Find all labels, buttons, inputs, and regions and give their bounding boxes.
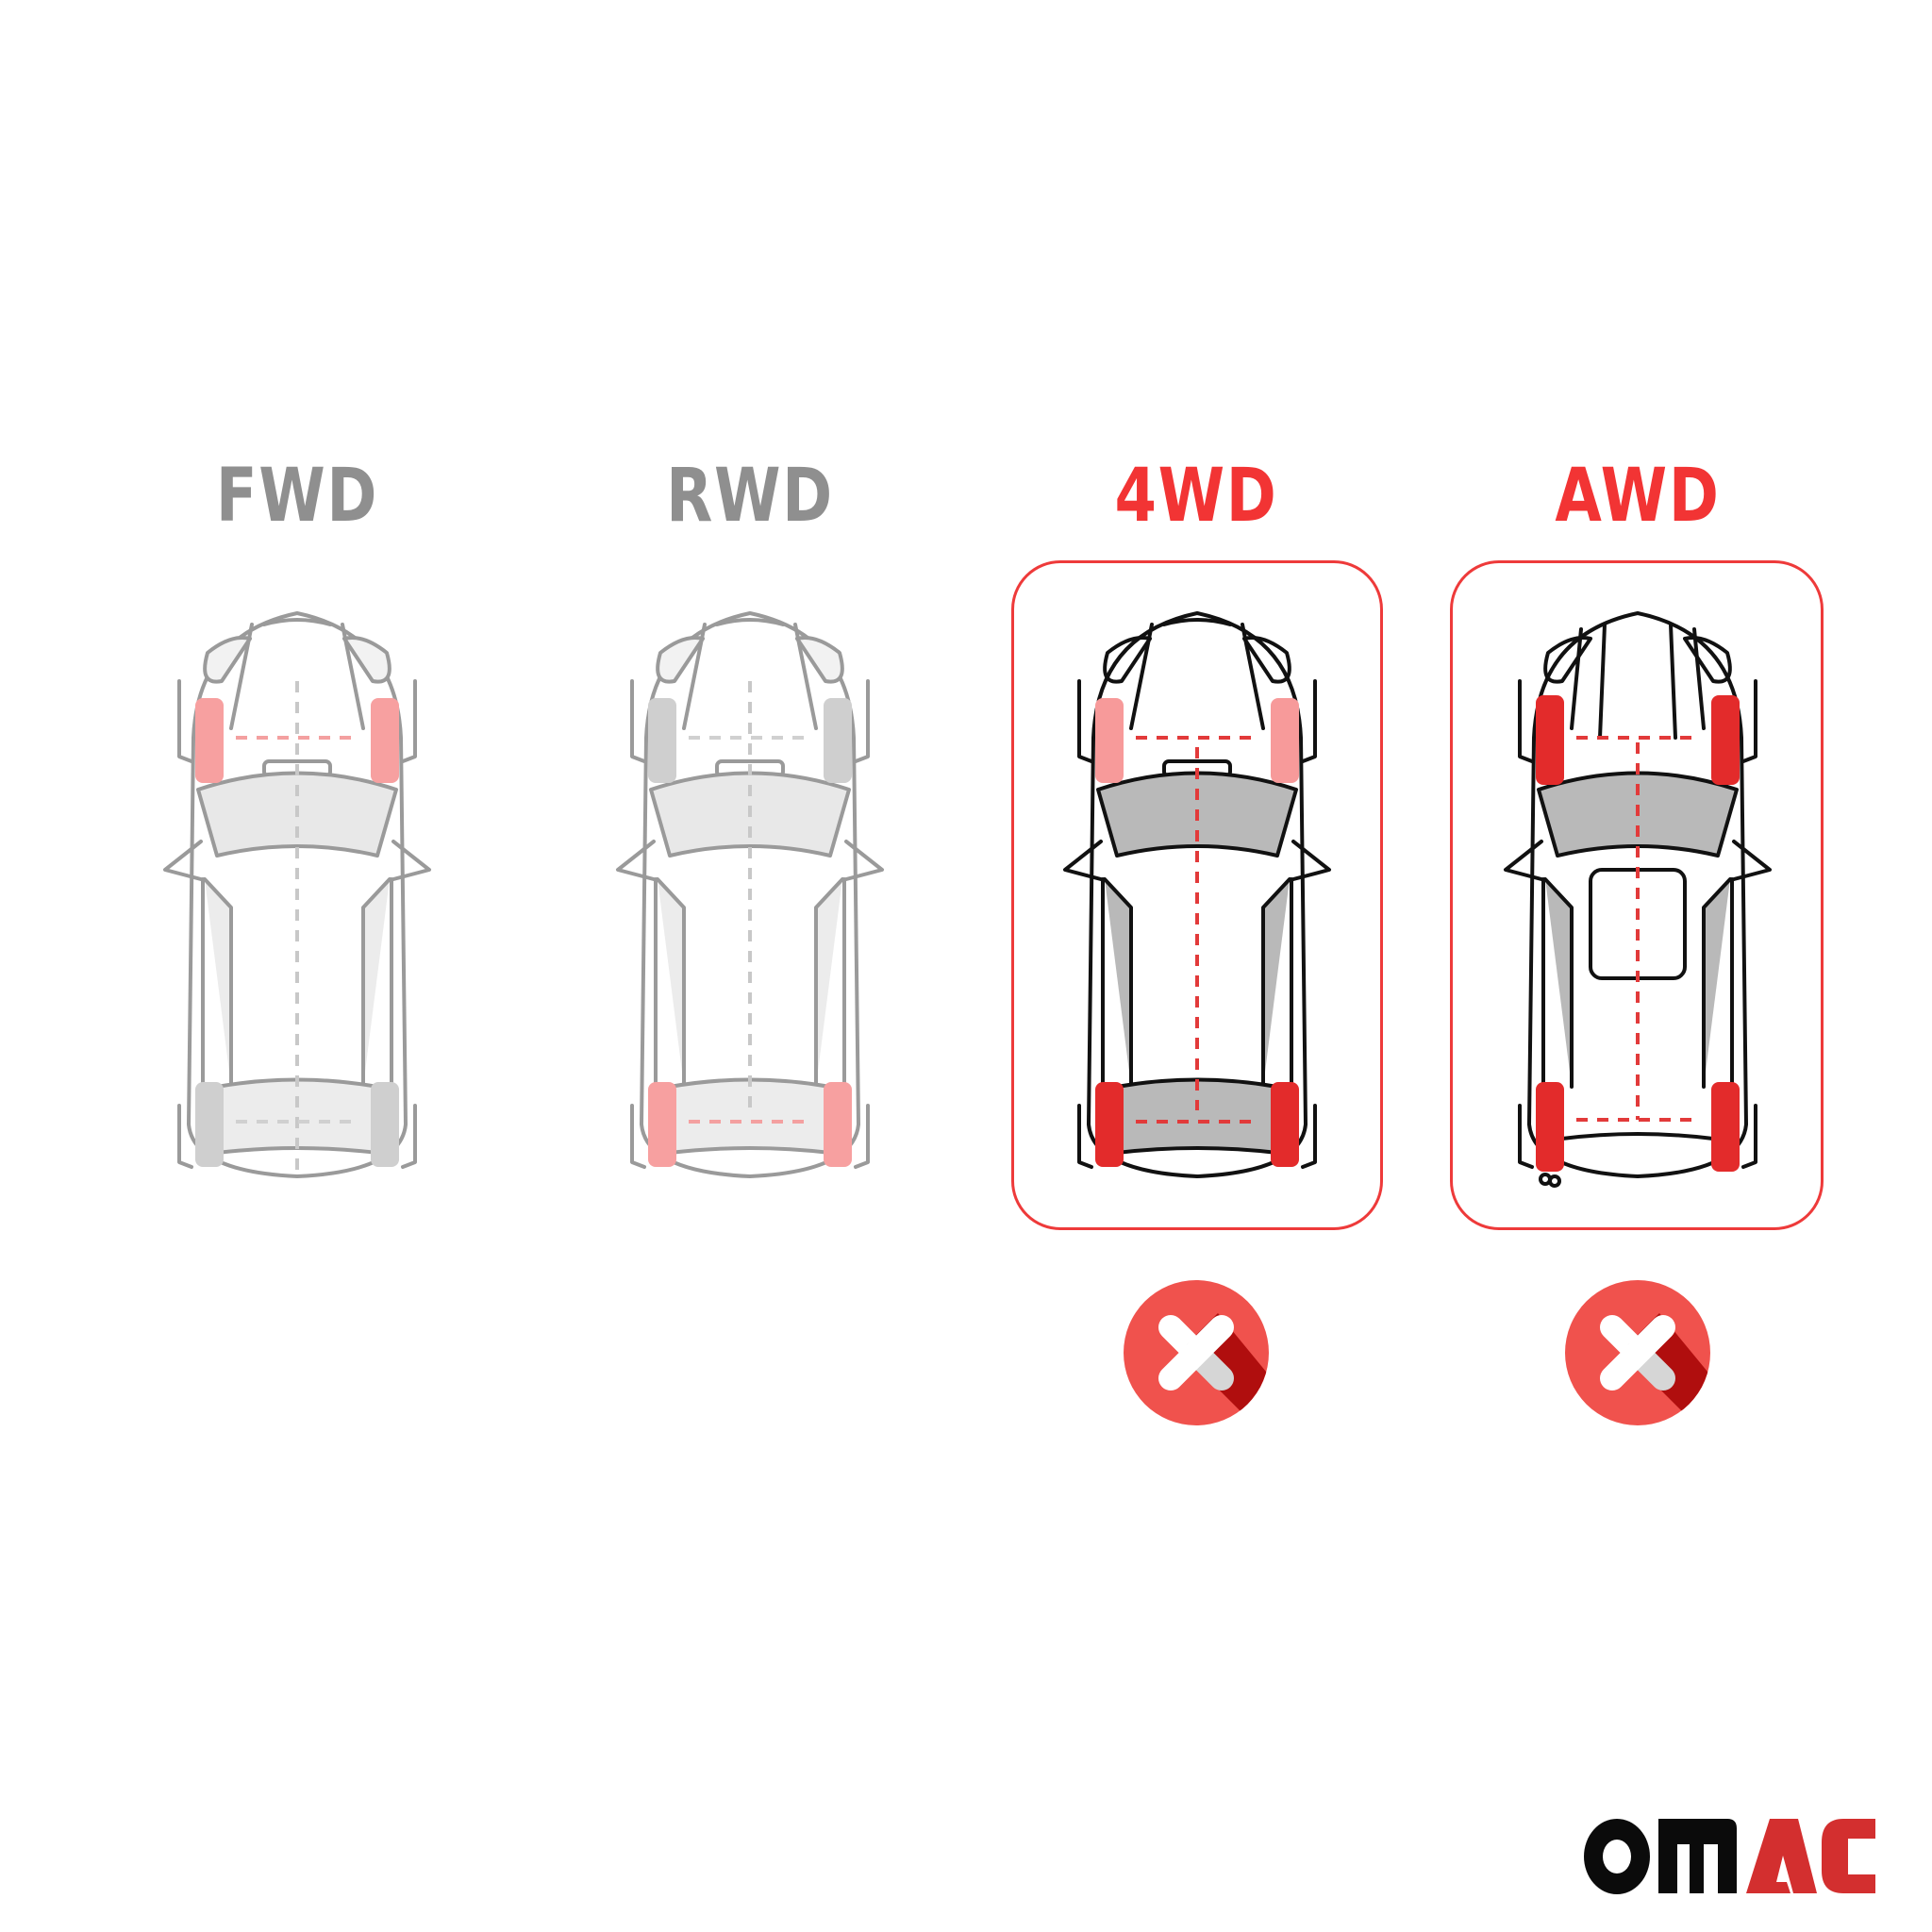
label-awd: AWD <box>1555 454 1721 539</box>
x-circle-icon <box>1124 1280 1269 1425</box>
highlight-box-awd <box>1450 560 1824 1230</box>
highlight-box-4wd <box>1011 560 1383 1230</box>
label-rwd: RWD <box>666 454 834 539</box>
car-rwd-icon <box>616 611 884 1178</box>
omac-logo <box>1584 1819 1875 1894</box>
car-fwd-icon <box>163 611 431 1178</box>
label-4wd: 4WD <box>1114 454 1278 539</box>
label-fwd: FWD <box>215 454 379 539</box>
car-4wd-icon <box>1063 611 1331 1178</box>
x-circle-icon <box>1565 1280 1710 1425</box>
car-awd-icon <box>1504 611 1772 1188</box>
